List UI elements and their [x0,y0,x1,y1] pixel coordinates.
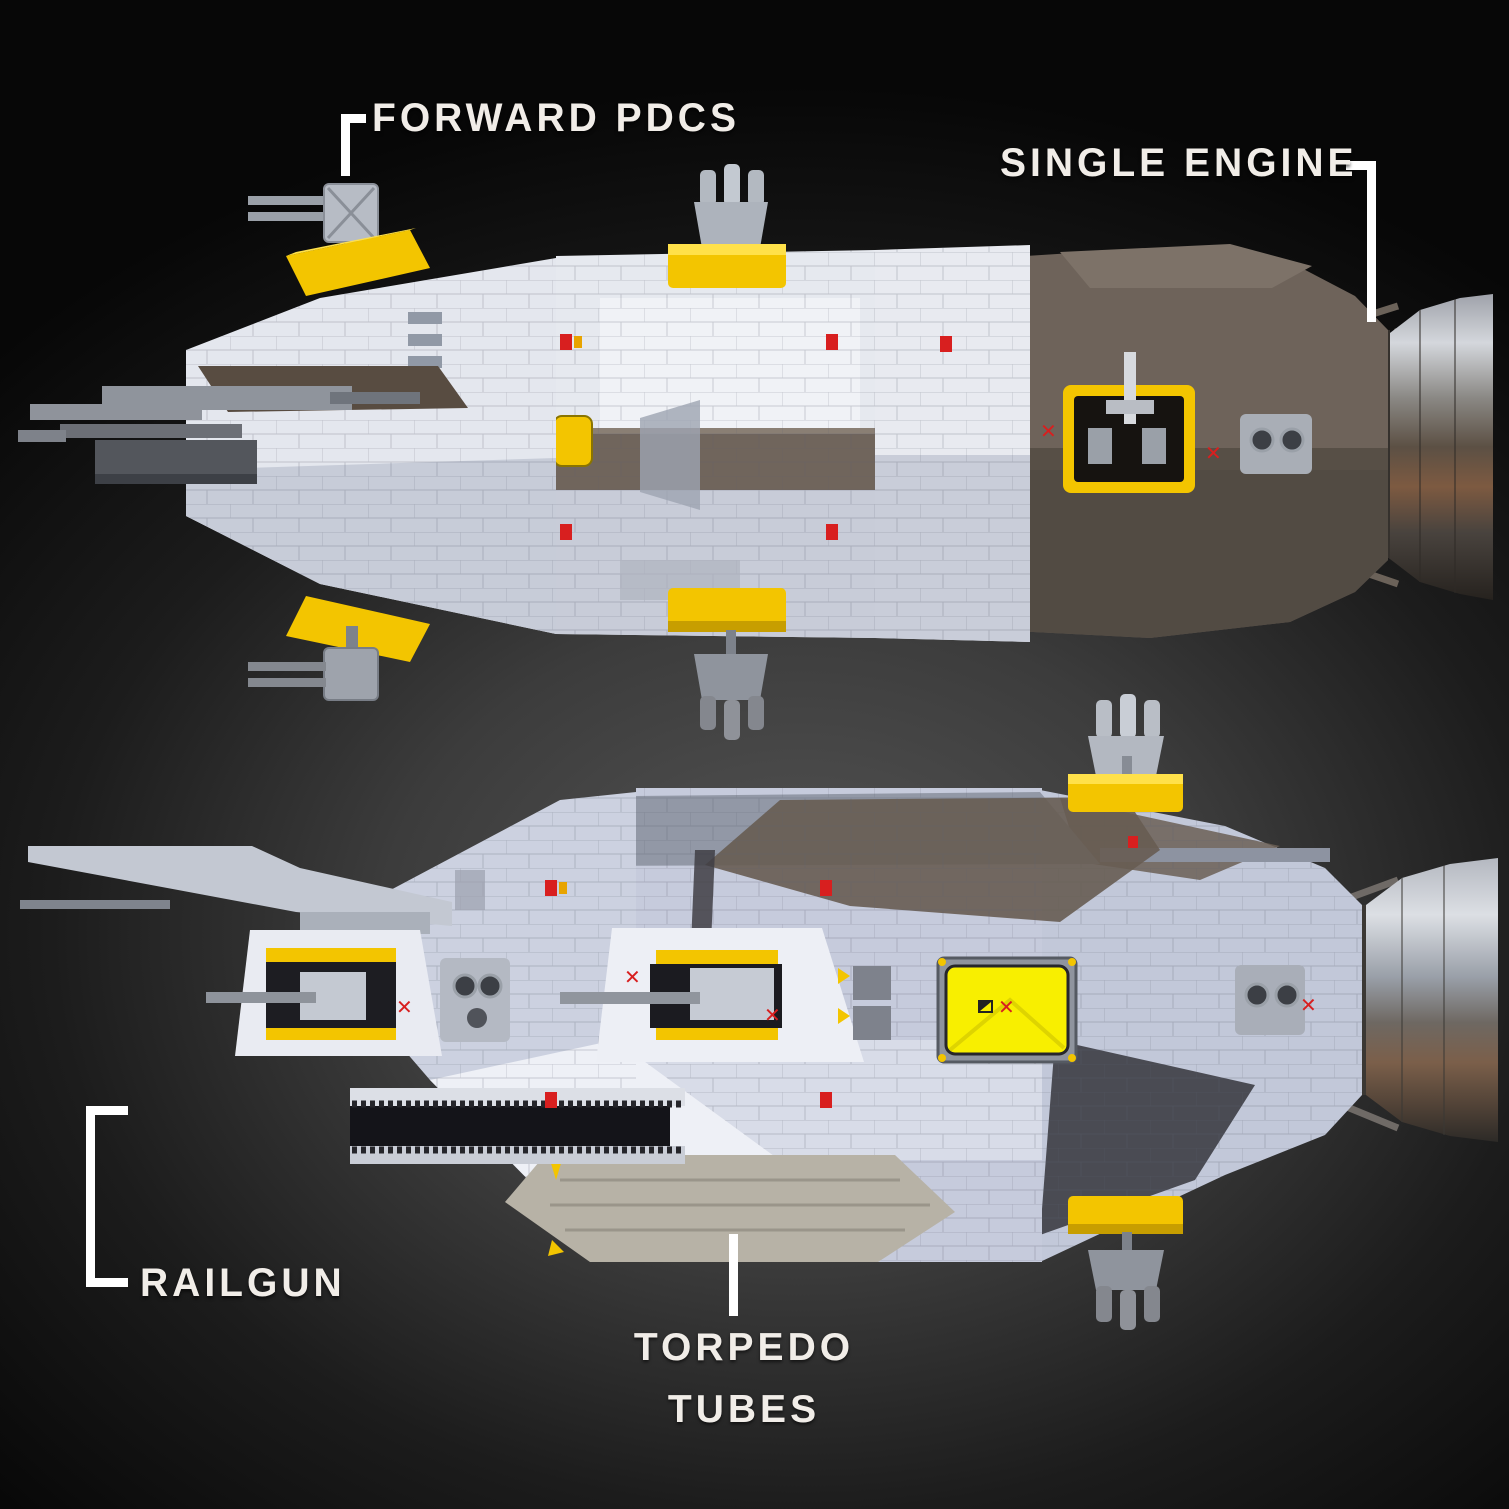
forward-pdc-turret-bottom [248,596,430,701]
pdc-barrel [560,992,700,1004]
railgun-rails [350,1088,685,1164]
drive-section: ✕ ✕ [995,244,1388,638]
engine-nozzle [1358,858,1498,1142]
ventral-pdc-turret [668,588,786,740]
aft-hull [875,245,1030,642]
label-torpedo-tubes: TORPEDO TUBES [634,1326,854,1432]
pdc-yellow-mount [286,230,430,296]
dorsal-pdc-turret [1068,694,1183,812]
forward-pdc-turret-top [248,183,430,296]
railgun-barrels-side [18,404,257,484]
railgun-callout-bottom [86,1278,128,1287]
torpedo-tubes-callout-vertical [729,1234,738,1316]
dorsal-pdc-turret [668,164,786,288]
svg-text:✕: ✕ [1205,441,1222,465]
warning-decals [545,836,1138,1108]
svg-text:✕: ✕ [998,995,1015,1019]
label-single-engine: SINGLE ENGINE [1000,141,1358,186]
ship-side-view: ✕ ✕ [18,164,1493,740]
label-torpedo-line1: TORPEDO [633,1326,855,1369]
single-engine-callout-vertical [1367,161,1376,322]
side-hatches [838,966,891,1040]
forward-pdcs-callout-horizontal [341,114,366,123]
mid-hull [553,250,875,638]
forward-pdcs-callout-vertical [341,114,350,176]
svg-text:✕: ✕ [1040,419,1057,443]
ventral-pdc-turret [1068,1196,1183,1330]
label-railgun: RAILGUN [140,1261,346,1306]
torpedo-tube-hatch [505,1155,955,1262]
engine-nozzle [1382,294,1493,600]
warning-decals [560,334,952,540]
nose-section [186,258,700,634]
svg-text:✕: ✕ [764,1003,781,1027]
railgun-callout-top [86,1106,128,1115]
sensor-antenna-arm [102,366,468,412]
label-forward-pdcs: FORWARD PDCS [372,96,740,141]
sensor-antenna-arm [20,846,452,934]
central-pdc-bay: ✕ ✕ [560,928,864,1062]
nose-pdc-bay: ✕ [206,930,442,1056]
svg-text:✕: ✕ [1300,993,1317,1017]
svg-text:✕: ✕ [396,995,413,1019]
nose-twin-cannon-module [440,958,510,1042]
label-torpedo-line2: TUBES [667,1388,821,1431]
airlock-recess [1063,352,1195,493]
airlock-door: ✕ [936,956,1078,1064]
railgun-callout-vertical [86,1106,95,1287]
pdc-barrel [206,992,316,1003]
small-yellow-hatch [553,415,593,467]
ship-top-down-view: ✕ [20,694,1498,1330]
svg-text:✕: ✕ [624,965,641,989]
single-engine-callout-horizontal [1346,161,1376,170]
